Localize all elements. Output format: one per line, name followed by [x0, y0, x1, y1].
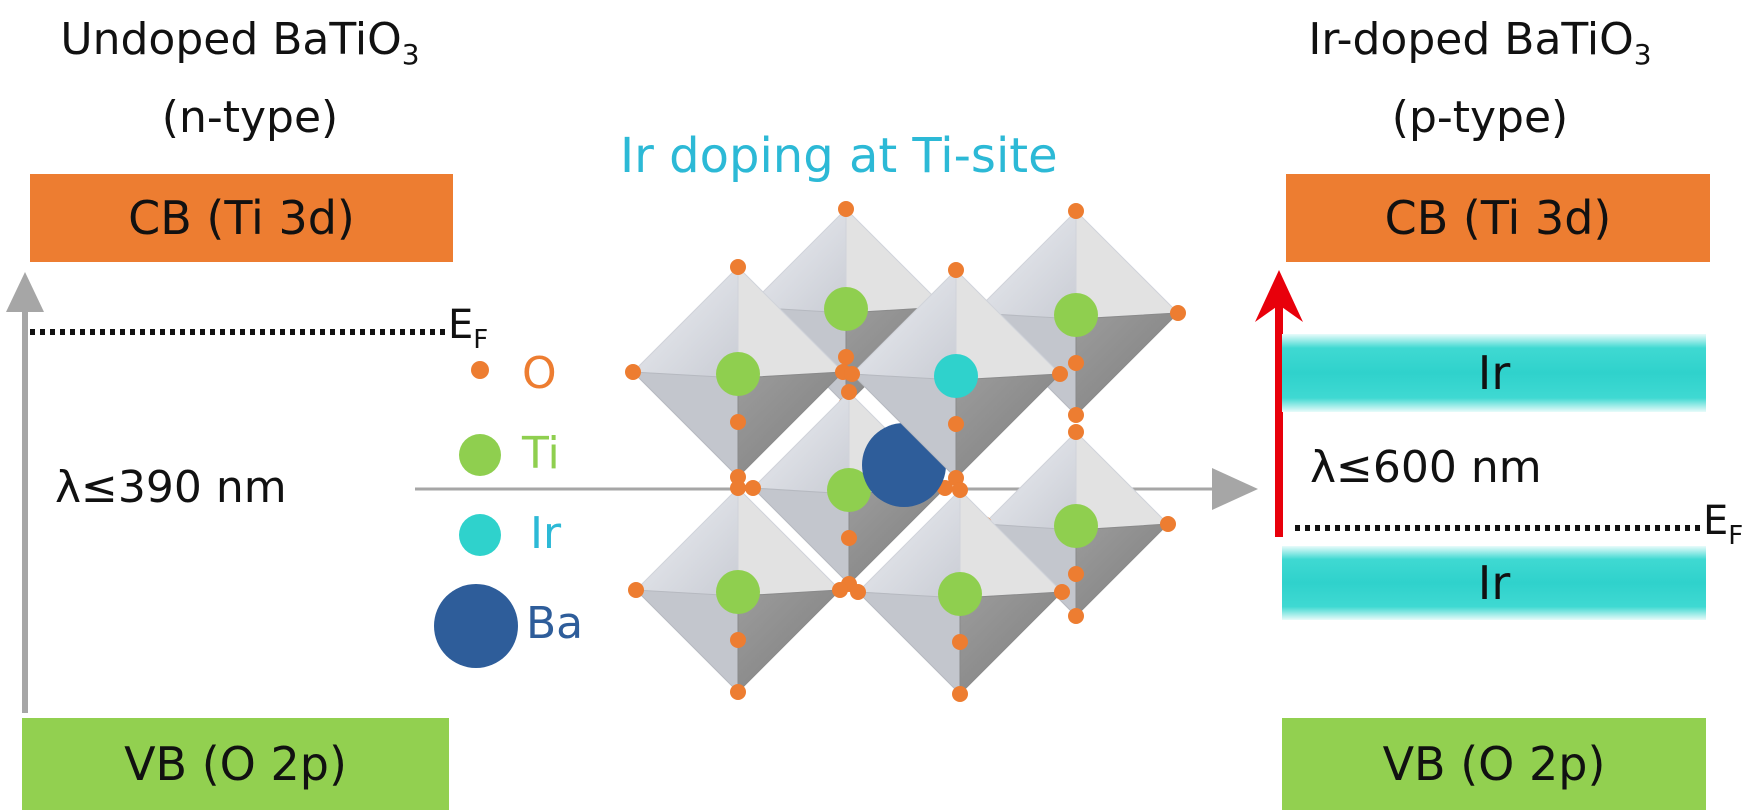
- right-type-label: (p-type): [1391, 92, 1569, 143]
- legend-iridium-dot: [459, 514, 501, 556]
- right-ir-upper-label: Ir: [1477, 346, 1511, 400]
- oxygen-atom: [625, 364, 641, 380]
- oxygen-atom: [1052, 366, 1068, 382]
- oxygen-atom: [952, 482, 968, 498]
- titanium-atom: [938, 572, 982, 616]
- oxygen-atom: [841, 384, 857, 400]
- oxygen-atom: [628, 582, 644, 598]
- right-fermi-symbol: E: [1703, 498, 1729, 544]
- oxygen-atom: [841, 530, 857, 546]
- oxygen-atom: [838, 349, 854, 365]
- titanium-atom: [824, 287, 868, 331]
- left-wavelength-label: λ≤390 nm: [55, 462, 287, 513]
- right-valence-band: VB (O 2p): [1282, 718, 1706, 810]
- titanium-atom: [827, 468, 871, 512]
- perovskite-lattice: [625, 201, 1186, 702]
- left-excitation-arrow: [6, 272, 44, 713]
- legend-barium-label: Ba: [526, 598, 584, 649]
- right-ir-lower-label: Ir: [1477, 556, 1511, 610]
- right-fermi-label: EF: [1703, 498, 1743, 551]
- left-type-label: (n-type): [161, 92, 339, 143]
- left-title: Undoped BaTiO3: [20, 14, 460, 81]
- legend-titanium-label: Ti: [522, 428, 560, 479]
- oxygen-atom: [1068, 424, 1084, 440]
- right-vb-label: VB (O 2p): [1382, 737, 1606, 791]
- left-fermi-label: EF: [448, 302, 488, 355]
- legend-oxygen-label: O: [522, 348, 557, 399]
- oxygen-atom: [1068, 608, 1084, 624]
- oxygen-atom: [844, 366, 860, 382]
- oxygen-atom: [1068, 355, 1084, 371]
- oxygen-atom: [745, 480, 761, 496]
- left-title-text: Undoped BaTiO: [60, 14, 402, 65]
- legend-iridium-label: Ir: [530, 508, 562, 559]
- doping-heading: Ir doping at Ti-site: [620, 128, 1058, 184]
- right-wavelength-label: λ≤600 nm: [1310, 442, 1542, 493]
- oxygen-atom: [1160, 516, 1176, 532]
- oxygen-atom: [948, 416, 964, 432]
- oxygen-atom: [730, 480, 746, 496]
- right-title-subscript: 3: [1633, 38, 1652, 71]
- legend-titanium-dot: [459, 434, 501, 476]
- oxygen-atom: [1170, 305, 1186, 321]
- left-fermi-subscript: F: [473, 325, 489, 355]
- right-conduction-band: CB (Ti 3d): [1286, 174, 1710, 262]
- oxygen-atom: [1068, 203, 1084, 219]
- oxygen-atom: [730, 632, 746, 648]
- left-vb-label: VB (O 2p): [124, 737, 347, 791]
- oxygen-atom: [1054, 584, 1070, 600]
- left-valence-band: VB (O 2p): [22, 718, 449, 810]
- oxygen-atom: [952, 634, 968, 650]
- oxygen-atom: [730, 684, 746, 700]
- left-fermi-symbol: E: [448, 302, 474, 348]
- legend-barium-dot: [434, 584, 518, 668]
- titanium-atom: [1054, 504, 1098, 548]
- right-fermi-subscript: F: [1728, 521, 1744, 551]
- left-cb-label: CB (Ti 3d): [128, 191, 355, 245]
- oxygen-atom: [730, 414, 746, 430]
- oxygen-atom: [850, 584, 866, 600]
- right-title: Ir-doped BaTiO3: [1240, 14, 1720, 81]
- oxygen-atom: [838, 201, 854, 217]
- right-cb-label: CB (Ti 3d): [1384, 191, 1612, 245]
- titanium-atom: [716, 352, 760, 396]
- oxygen-atom: [1068, 566, 1084, 582]
- legend-oxygen-dot: [471, 361, 489, 379]
- oxygen-atom: [832, 582, 848, 598]
- right-excitation-arrow: [1255, 270, 1303, 537]
- oxygen-atom: [730, 469, 746, 485]
- iridium-atom: [934, 354, 978, 398]
- oxygen-atom: [1068, 407, 1084, 423]
- left-conduction-band: CB (Ti 3d): [30, 174, 453, 262]
- right-title-text: Ir-doped BaTiO: [1308, 14, 1634, 65]
- titanium-atom: [716, 570, 760, 614]
- titanium-atom: [1054, 293, 1098, 337]
- oxygen-atom: [730, 259, 746, 275]
- oxygen-atom: [952, 686, 968, 702]
- right-ir-lower-band: Ir: [1282, 546, 1706, 620]
- left-title-subscript: 3: [401, 38, 420, 71]
- right-ir-upper-band: Ir: [1282, 334, 1706, 412]
- oxygen-atom: [948, 262, 964, 278]
